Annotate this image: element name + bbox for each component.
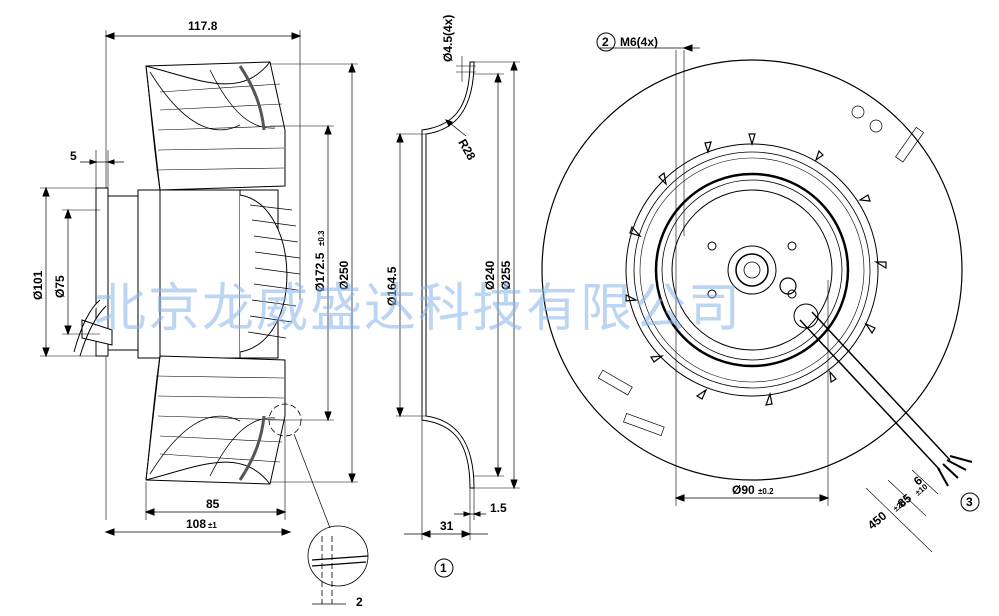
dim-hole-dia: Ø4.5(4x) bbox=[441, 15, 455, 62]
item-marker-1: 1 bbox=[440, 561, 447, 575]
side-view bbox=[40, 30, 369, 605]
dim-depth-108-tol: ±1 bbox=[208, 521, 217, 530]
label-stickers bbox=[597, 105, 925, 436]
item-marker-3: 3 bbox=[966, 495, 973, 509]
dim-radius: R28 bbox=[455, 137, 478, 163]
item-marker-2: 2 bbox=[602, 35, 609, 49]
dim-hub-dia: Ø90 bbox=[732, 483, 755, 497]
dim-depth-85: 85 bbox=[206, 497, 220, 511]
dim-thickness: 1.5 bbox=[490, 501, 507, 515]
dim-thread: M6(4x) bbox=[620, 35, 658, 49]
dim-width-top: 117.8 bbox=[188, 19, 218, 33]
dim-dia-164: Ø164.5 bbox=[385, 266, 399, 306]
dim-dia-101: Ø101 bbox=[31, 270, 45, 300]
inlet-ring-section bbox=[396, 56, 520, 578]
dim-dia-172: Ø172.5 bbox=[313, 252, 327, 292]
dim-dia-240: Ø240 bbox=[483, 260, 497, 290]
dim-detail-gap: 2 bbox=[356, 595, 363, 609]
dim-lead-450: 450 bbox=[865, 508, 890, 532]
dim-dia-255: Ø255 bbox=[499, 260, 513, 290]
dim-dia-75: Ø75 bbox=[53, 275, 67, 298]
side-view-labels: 117.8 5 Ø101 Ø75 Ø172.5 ±0.3 Ø250 85 108… bbox=[31, 19, 363, 609]
dim-hub-tol: ±0.2 bbox=[758, 487, 774, 496]
company-watermark: 北京龙威盛达科技有限公司 bbox=[94, 279, 742, 339]
dim-dia-250: Ø250 bbox=[337, 260, 351, 290]
dim-depth-108: 108 bbox=[186, 517, 206, 531]
front-view bbox=[541, 32, 980, 553]
dim-flange: 5 bbox=[70, 149, 77, 163]
dim-dia-172-tol: ±0.3 bbox=[317, 230, 326, 246]
dim-length-31: 31 bbox=[440, 519, 454, 533]
